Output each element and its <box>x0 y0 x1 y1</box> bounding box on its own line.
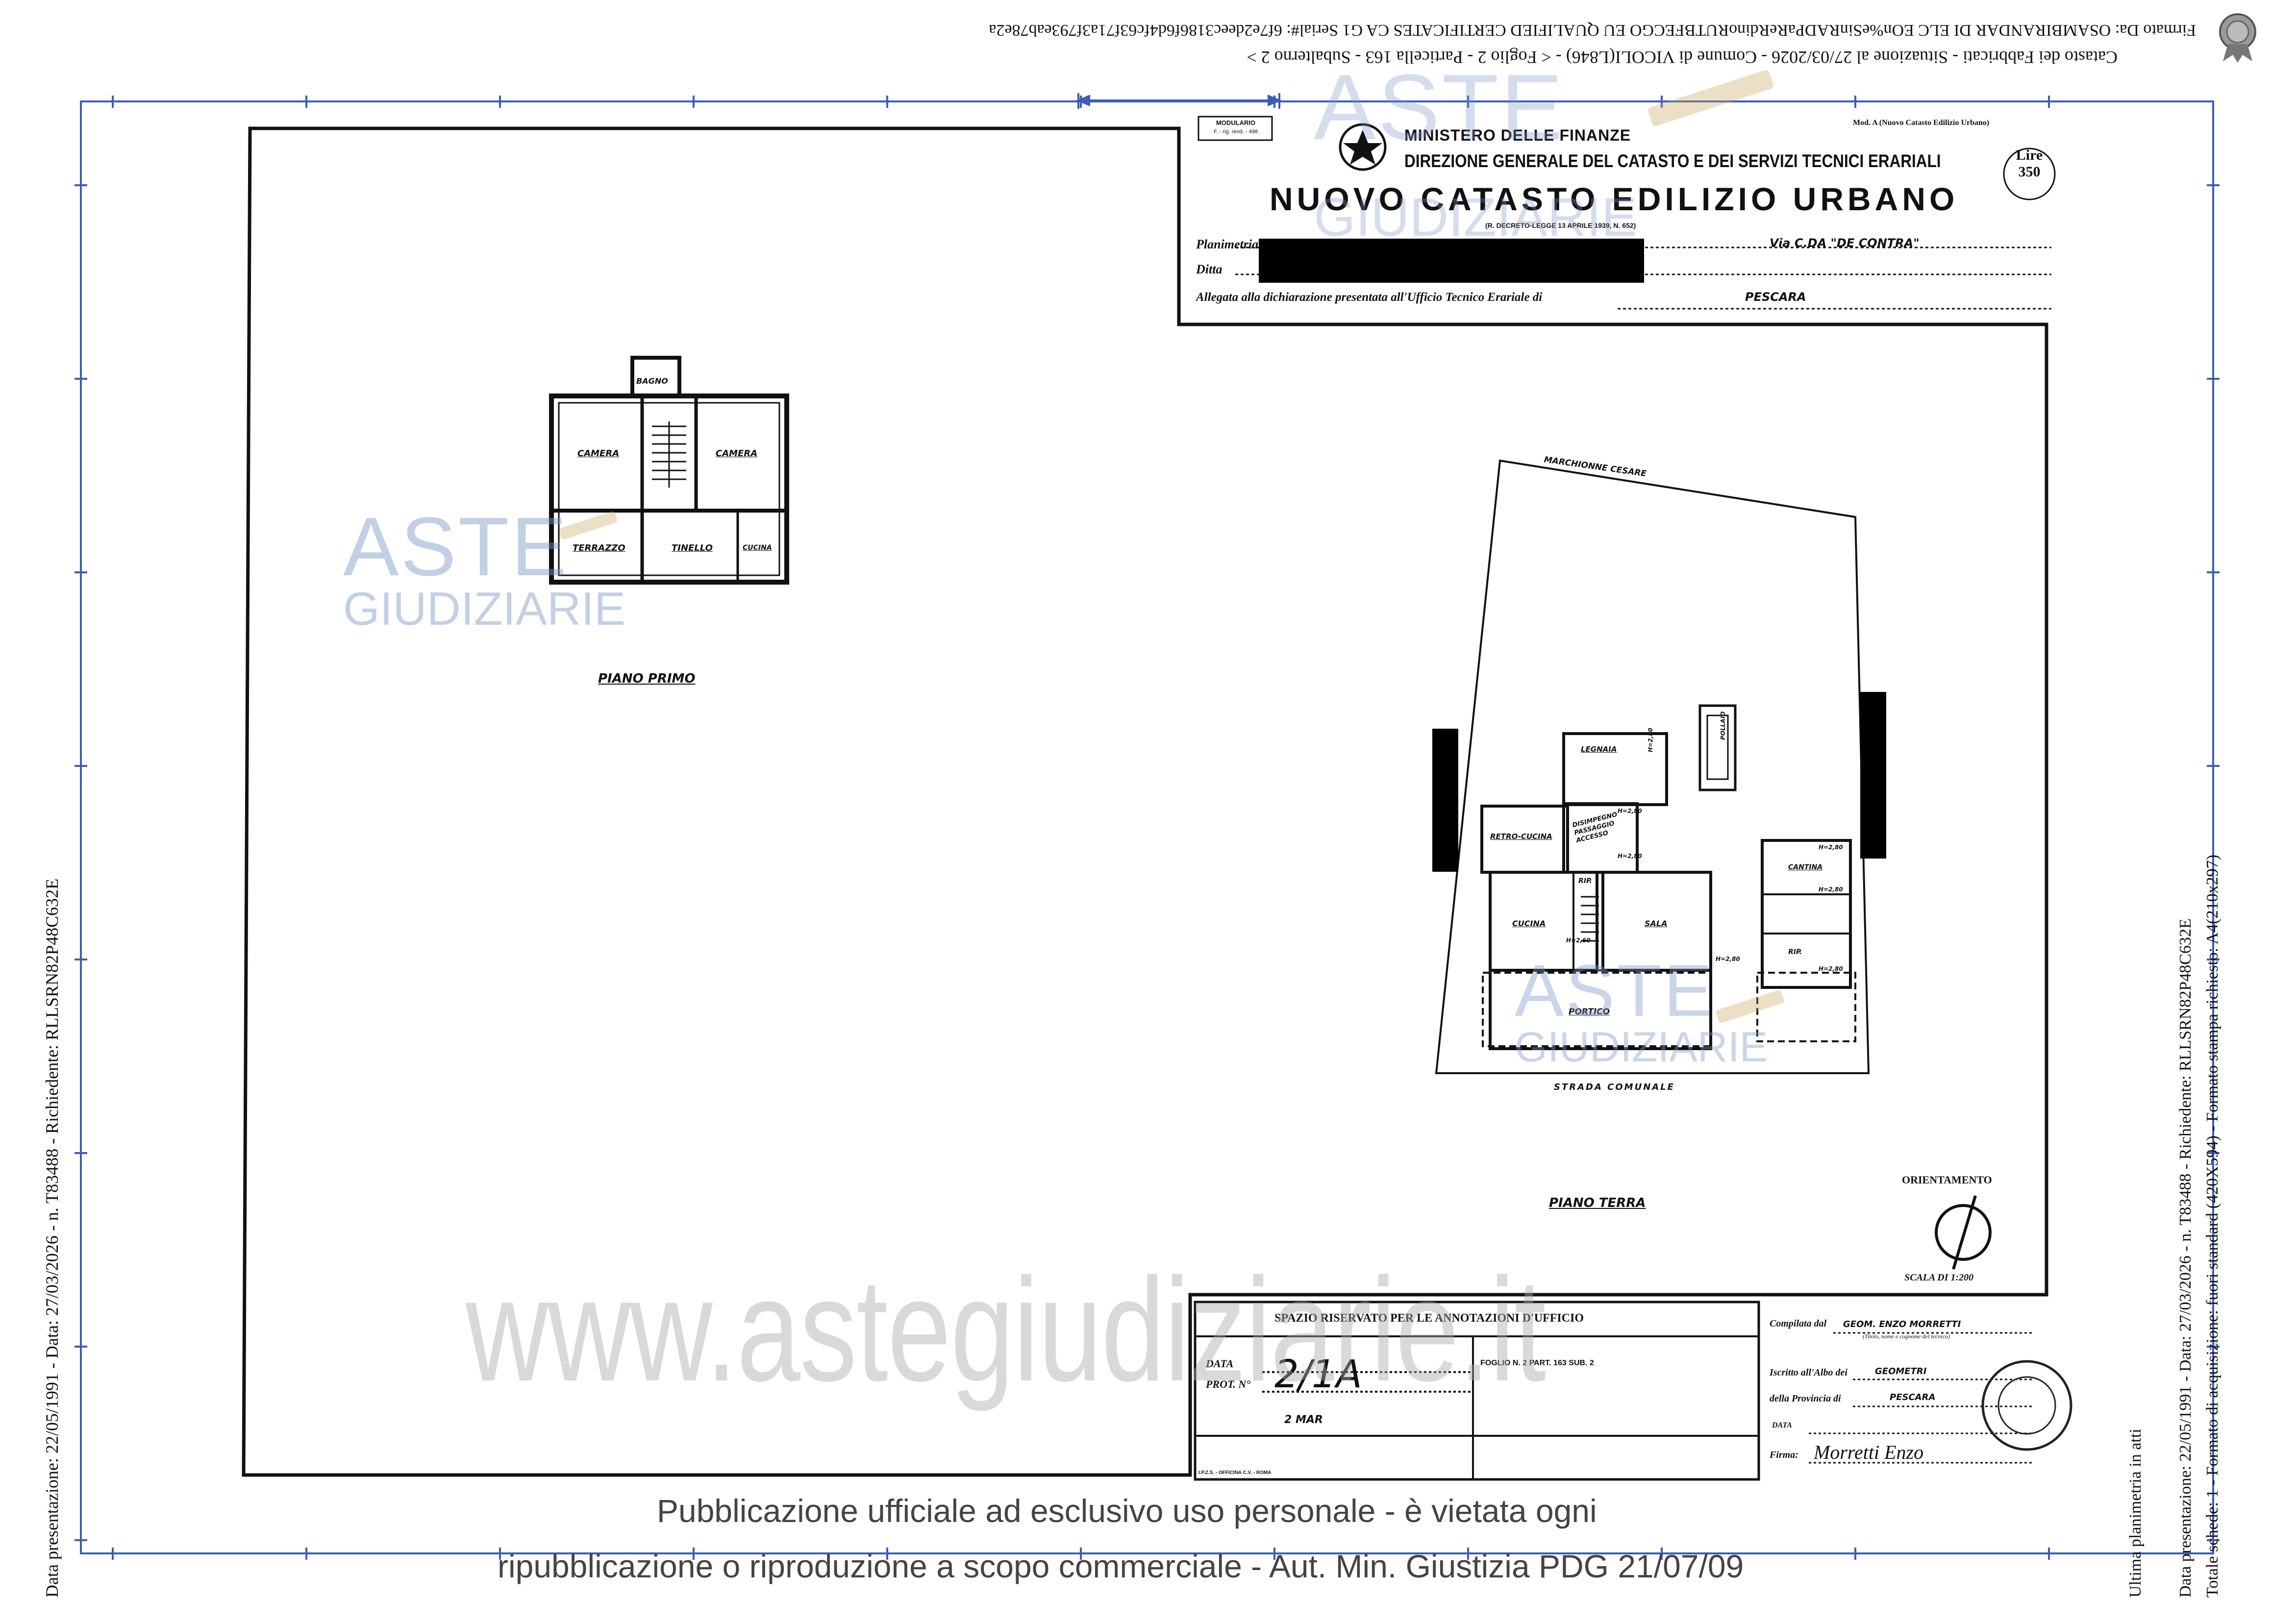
room-label: TERRAZZO <box>573 543 625 553</box>
allegata-value: PESCARA <box>1745 290 1806 304</box>
signature-line: Firmato Da: OSAMBIRANDAR DI ELC EOn%eSin… <box>989 21 2196 39</box>
watermark-giudiziarie: GIUDIZIARIE <box>343 583 626 635</box>
room-label: TINELLO <box>672 543 713 553</box>
compilata-data-label: DATA <box>1772 1421 1792 1429</box>
watermark-site: www.astegiudiziarie.it <box>466 1247 1546 1412</box>
orientation-label: ORIENTAMENTO <box>1902 1174 1992 1186</box>
compilata-label: Compilata dal <box>1770 1318 1827 1329</box>
allegata-label: Allegata alla dichiarazione presentata a… <box>1196 291 1543 304</box>
provincia-label: della Provincia di <box>1770 1393 1841 1404</box>
height-label: H=2,80 <box>1819 844 1843 851</box>
watermark-aste: ASTE <box>343 500 569 593</box>
height-label: H=2,80 <box>1716 956 1740 962</box>
plan-title-terra: PIANO TERRA <box>1549 1196 1646 1210</box>
height-label: H=2,80 <box>1647 728 1654 752</box>
price-label: Lire 350 <box>2016 147 2043 180</box>
right-margin-text-2: Totale schede: 1 - Formato di acquisizio… <box>2203 855 2221 1598</box>
room-label: LEGNAIA <box>1581 745 1617 754</box>
neighbor-label: MARCHIONNE CESARE <box>1543 455 1647 479</box>
notice-line-1: Pubblicazione ufficiale ad esclusivo uso… <box>657 1493 1597 1529</box>
right-margin-text-3: Ultima planimetria in atti <box>2126 1428 2145 1598</box>
room-label: BAGNO <box>636 376 668 386</box>
watermark-giudiziarie: GIUDIZIARIE <box>1314 187 1638 247</box>
mod-label: Mod. A (Nuovo Catasto Edilizio Urbano) <box>1853 119 1990 127</box>
room-label: RETRO-CUCINA <box>1490 832 1552 841</box>
ditta-label: Ditta <box>1196 262 1223 276</box>
iscritto-value: GEOMETRI <box>1875 1366 1927 1377</box>
scale-label: SCALA DI 1:200 <box>1904 1272 1974 1283</box>
height-label: H=2,80 <box>1618 853 1642 860</box>
right-margin-text-1: Data presentazione: 22/05/1991 - Data: 2… <box>2176 918 2195 1598</box>
room-label: POLLAIO <box>1720 711 1726 740</box>
left-margin-text: Data presentazione: 22/05/1991 - Data: 2… <box>42 878 62 1598</box>
room-label: CUCINA <box>1512 919 1546 928</box>
firma-label: Firma: <box>1770 1450 1798 1460</box>
watermark-aste: ASTE <box>1314 55 1565 159</box>
plan-title-primo: PIANO PRIMO <box>598 671 696 686</box>
height-label: H=2,80 <box>1819 965 1843 972</box>
planimetria-value: Via C.DA "DE CONTRA" <box>1770 236 1920 250</box>
form-title: NUOVO CATASTO EDILIZIO URBANO <box>1270 181 1959 217</box>
professional-stamp-icon <box>1981 1360 2072 1451</box>
north-arrow-icon <box>1935 1195 1992 1270</box>
room-label: CUCINA <box>743 544 772 552</box>
provincia-value: PESCARA <box>1890 1392 1936 1402</box>
iscritto-label: Iscritto all'Albo dei <box>1770 1367 1847 1378</box>
room-label: PORTICO <box>1569 1007 1610 1017</box>
office-data-label: DATA <box>1206 1357 1234 1370</box>
office-prot-value: 2/1A <box>1274 1352 1362 1397</box>
direction-name: DIREZIONE GENERALE DEL CATASTO E DEI SER… <box>1404 151 1941 171</box>
office-prot-label: PROT. N° <box>1206 1378 1251 1390</box>
office-printer: I.P.Z.S. - OFFICINA C.V. - ROMA <box>1198 1470 1272 1475</box>
office-date-stamp: 2 MAR <box>1284 1414 1323 1426</box>
compilata-sub: (Titolo, nome e cognome del tecnico) <box>1863 1333 1950 1340</box>
signature-seal-icon <box>2216 10 2260 64</box>
room-label: CAMERA <box>577 448 620 459</box>
room-label: RIP. <box>1578 877 1592 885</box>
room-label: RIP. <box>1788 948 1802 956</box>
planimetria-label: Planimetria <box>1196 237 1259 251</box>
height-label: H=2,80 <box>1819 886 1843 893</box>
street-label: STRADA COMUNALE <box>1554 1082 1675 1092</box>
room-label: CANTINA <box>1788 863 1823 871</box>
room-label: SALA <box>1645 919 1668 928</box>
firma-value: Morretti Enzo <box>1814 1441 1924 1463</box>
modulario-label: MODULARIO F. - rig. rend. - 498 <box>1214 119 1258 135</box>
room-label: CAMERA <box>716 448 758 459</box>
height-label: H=2,60 <box>1566 937 1591 944</box>
watermark-aste: ASTE <box>1515 949 1715 1032</box>
watermark-giudiziarie: GIUDIZIARIE <box>1515 1024 1768 1071</box>
height-label: H=2,80 <box>1618 808 1642 814</box>
decree-text: (R. DECRETO-LEGGE 13 APRILE 1939, N. 652… <box>1485 221 1636 229</box>
compilata-value: GEOM. ENZO MORRETTI <box>1843 1319 1961 1329</box>
ministry-name: MINISTERO DELLE FINANZE <box>1404 126 1631 144</box>
office-foglio-line: FOGLIO N. 2 PART. 163 SUB. 2 <box>1480 1359 1594 1367</box>
notice-line-2: ripubblicazione o riproduzione a scopo c… <box>498 1548 1744 1584</box>
office-box-title: SPAZIO RISERVATO PER LE ANNOTAZIONI D'UF… <box>1274 1312 1584 1325</box>
